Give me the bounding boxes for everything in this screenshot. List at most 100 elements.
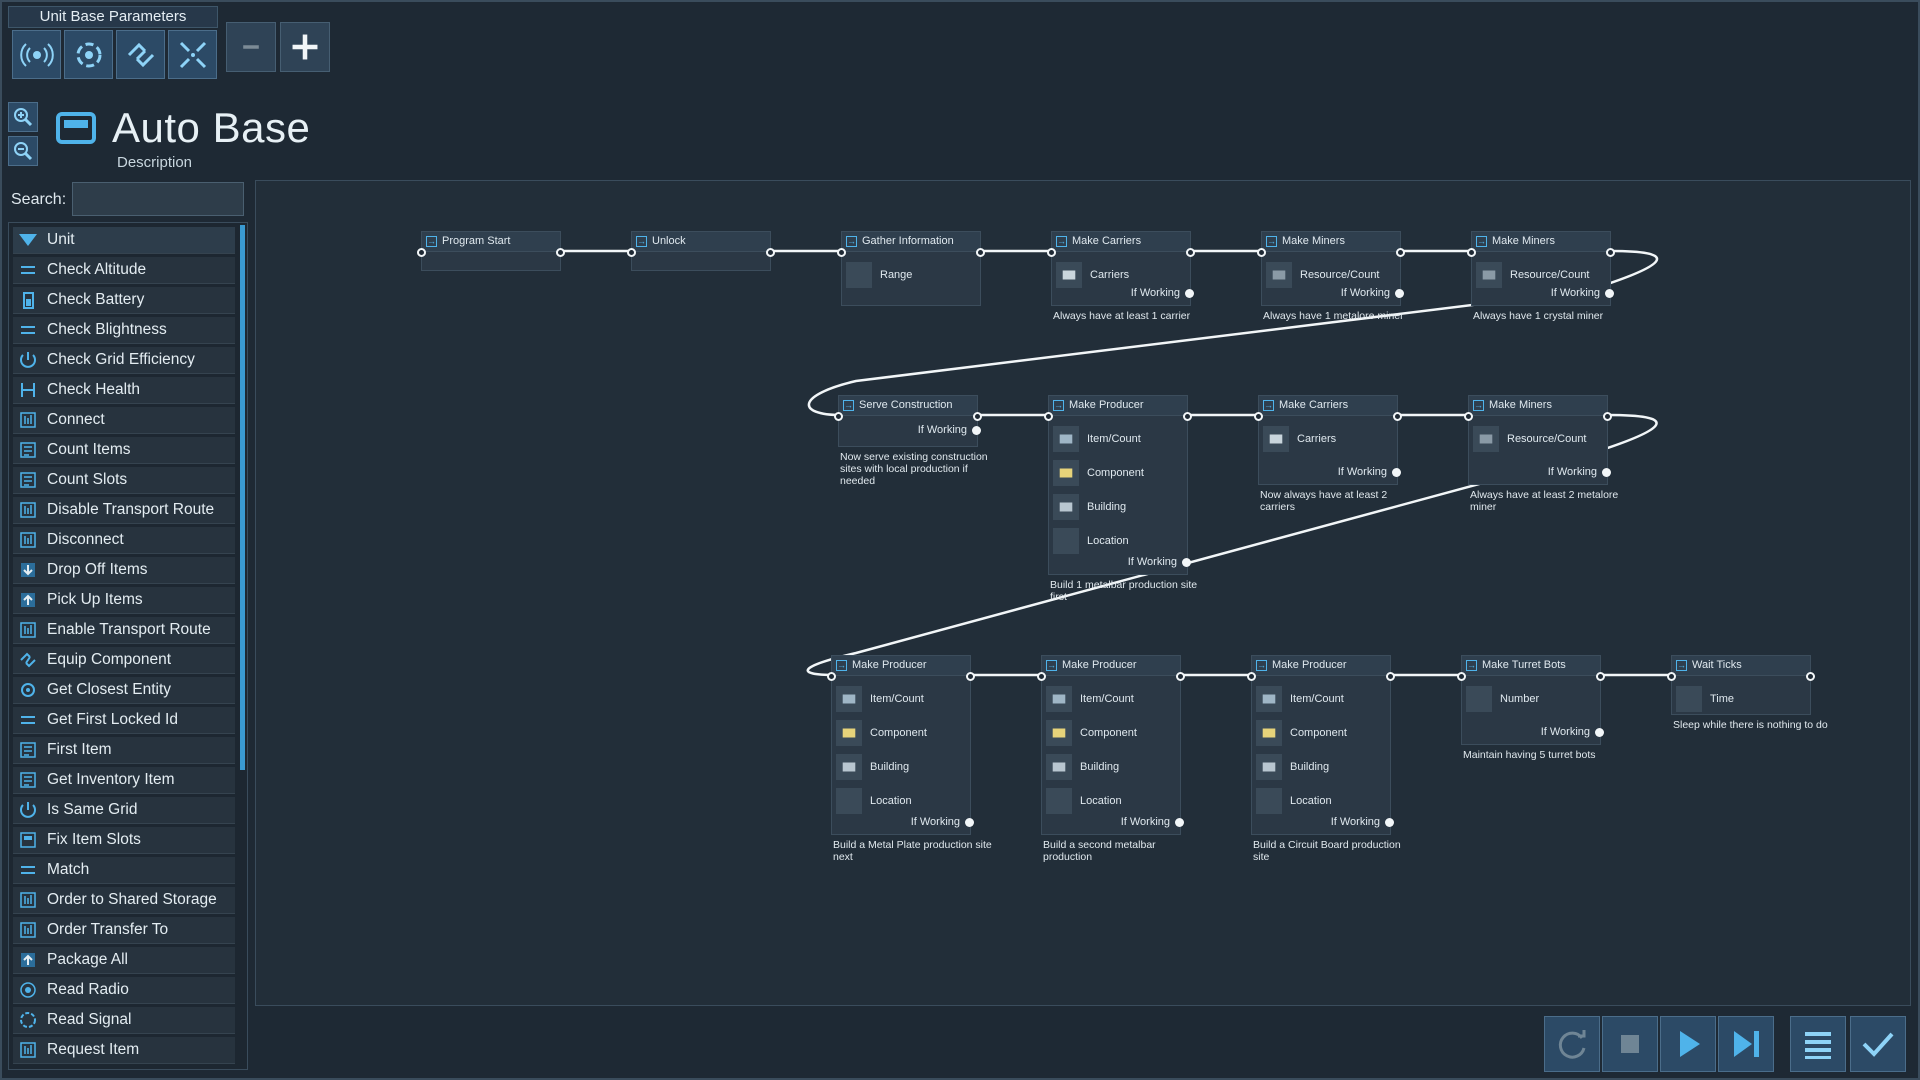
sidebar-item[interactable]: Check Battery	[13, 287, 235, 314]
node-unlock[interactable]: →Unlock	[627, 231, 775, 271]
search-input[interactable]	[72, 182, 244, 216]
if-working-port[interactable]	[1392, 468, 1401, 477]
output-port[interactable]	[1186, 248, 1195, 257]
location-icon[interactable]	[1256, 788, 1282, 814]
sidebar-item[interactable]: Equip Component	[13, 647, 235, 674]
if-working-port[interactable]	[1175, 818, 1184, 827]
carriers-icon[interactable]	[1056, 262, 1082, 288]
node-program-start[interactable]: →Program Start	[417, 231, 565, 271]
remove-button[interactable]	[226, 22, 276, 72]
component-icon[interactable]	[1046, 720, 1072, 746]
input-port[interactable]	[827, 672, 836, 681]
reset-button[interactable]	[1544, 1016, 1600, 1072]
location-icon[interactable]	[1053, 528, 1079, 554]
sidebar-item[interactable]: Count Slots	[13, 467, 235, 494]
input-port[interactable]	[1044, 412, 1053, 421]
if-working-port[interactable]	[1182, 558, 1191, 567]
step-button[interactable]	[1718, 1016, 1774, 1072]
node-param-row[interactable]: Building	[1053, 494, 1126, 520]
node-param-row[interactable]: Location	[1053, 528, 1129, 554]
number-icon[interactable]	[1466, 686, 1492, 712]
node-param-row[interactable]: Component	[1053, 460, 1144, 486]
sidebar-item[interactable]: Get Closest Entity	[13, 677, 235, 704]
input-port[interactable]	[417, 248, 426, 257]
output-port[interactable]	[556, 248, 565, 257]
sidebar-item[interactable]: Check Blightness	[13, 317, 235, 344]
node-param-row[interactable]: Carriers	[1263, 426, 1336, 452]
sidebar-item[interactable]: Fix Item Slots	[13, 827, 235, 854]
if-working-port[interactable]	[1185, 289, 1194, 298]
node-param-row[interactable]: Item/Count	[836, 686, 924, 712]
output-port[interactable]	[766, 248, 775, 257]
link-param-button[interactable]	[116, 30, 165, 79]
sidebar-item[interactable]: Get First Locked Id	[13, 707, 235, 734]
confirm-button[interactable]	[1850, 1016, 1906, 1072]
component-icon[interactable]	[1053, 460, 1079, 486]
component-icon[interactable]	[836, 720, 862, 746]
sidebar-item[interactable]: Check Health	[13, 377, 235, 404]
sidebar-item[interactable]: Pick Up Items	[13, 587, 235, 614]
node-param-row[interactable]: Location	[836, 788, 912, 814]
program-canvas[interactable]: →Program Start→Unlock→Gather Information…	[255, 180, 1911, 1006]
input-port[interactable]	[834, 412, 843, 421]
building-icon[interactable]	[1053, 494, 1079, 520]
node-param-row[interactable]: Resource/Count	[1476, 262, 1590, 288]
output-port[interactable]	[1393, 412, 1402, 421]
zoom-in-button[interactable]	[8, 102, 38, 132]
output-port[interactable]	[1603, 412, 1612, 421]
category-unit[interactable]: Unit	[13, 227, 235, 254]
resource-count-icon[interactable]	[1473, 426, 1499, 452]
sidebar-item[interactable]: Drop Off Items	[13, 557, 235, 584]
node-param-row[interactable]: Resource/Count	[1266, 262, 1380, 288]
input-port[interactable]	[1247, 672, 1256, 681]
node-param-row[interactable]: Item/Count	[1053, 426, 1141, 452]
output-port[interactable]	[1806, 672, 1815, 681]
node-param-row[interactable]: Component	[1046, 720, 1137, 746]
zoom-out-button[interactable]	[8, 136, 38, 166]
sidebar-item[interactable]: Count Items	[13, 437, 235, 464]
sidebar-item[interactable]: Disconnect	[13, 527, 235, 554]
output-port[interactable]	[976, 248, 985, 257]
resource-count-icon[interactable]	[1266, 262, 1292, 288]
sidebar-item[interactable]: Check Grid Efficiency	[13, 347, 235, 374]
output-port[interactable]	[973, 412, 982, 421]
node-param-row[interactable]: Location	[1046, 788, 1122, 814]
node-param-row[interactable]: Location	[1256, 788, 1332, 814]
output-port[interactable]	[1606, 248, 1615, 257]
node-param-row[interactable]: Building	[1256, 754, 1329, 780]
item-count-icon[interactable]	[1256, 686, 1282, 712]
node-param-row[interactable]: Item/Count	[1046, 686, 1134, 712]
carriers-icon[interactable]	[1263, 426, 1289, 452]
sidebar-scrollbar[interactable]	[240, 225, 245, 770]
output-port[interactable]	[966, 672, 975, 681]
time-icon[interactable]	[1676, 686, 1702, 712]
sidebar-item[interactable]: Package All	[13, 947, 235, 974]
sidebar-item[interactable]: Order Transfer To	[13, 917, 235, 944]
stop-button[interactable]	[1602, 1016, 1658, 1072]
location-icon[interactable]	[836, 788, 862, 814]
sidebar-item[interactable]: Read Radio	[13, 977, 235, 1004]
node-param-row[interactable]: Component	[836, 720, 927, 746]
output-port[interactable]	[1183, 412, 1192, 421]
input-port[interactable]	[837, 248, 846, 257]
signal-param-button[interactable]	[64, 30, 113, 79]
input-port[interactable]	[1254, 412, 1263, 421]
input-port[interactable]	[627, 248, 636, 257]
output-port[interactable]	[1396, 248, 1405, 257]
input-port[interactable]	[1467, 248, 1476, 257]
if-working-port[interactable]	[1595, 728, 1604, 737]
sidebar-item[interactable]: Is Same Grid	[13, 797, 235, 824]
output-port[interactable]	[1386, 672, 1395, 681]
input-port[interactable]	[1037, 672, 1046, 681]
output-port[interactable]	[1596, 672, 1605, 681]
if-working-port[interactable]	[972, 426, 981, 435]
compress-param-button[interactable]	[168, 30, 217, 79]
item-count-icon[interactable]	[836, 686, 862, 712]
